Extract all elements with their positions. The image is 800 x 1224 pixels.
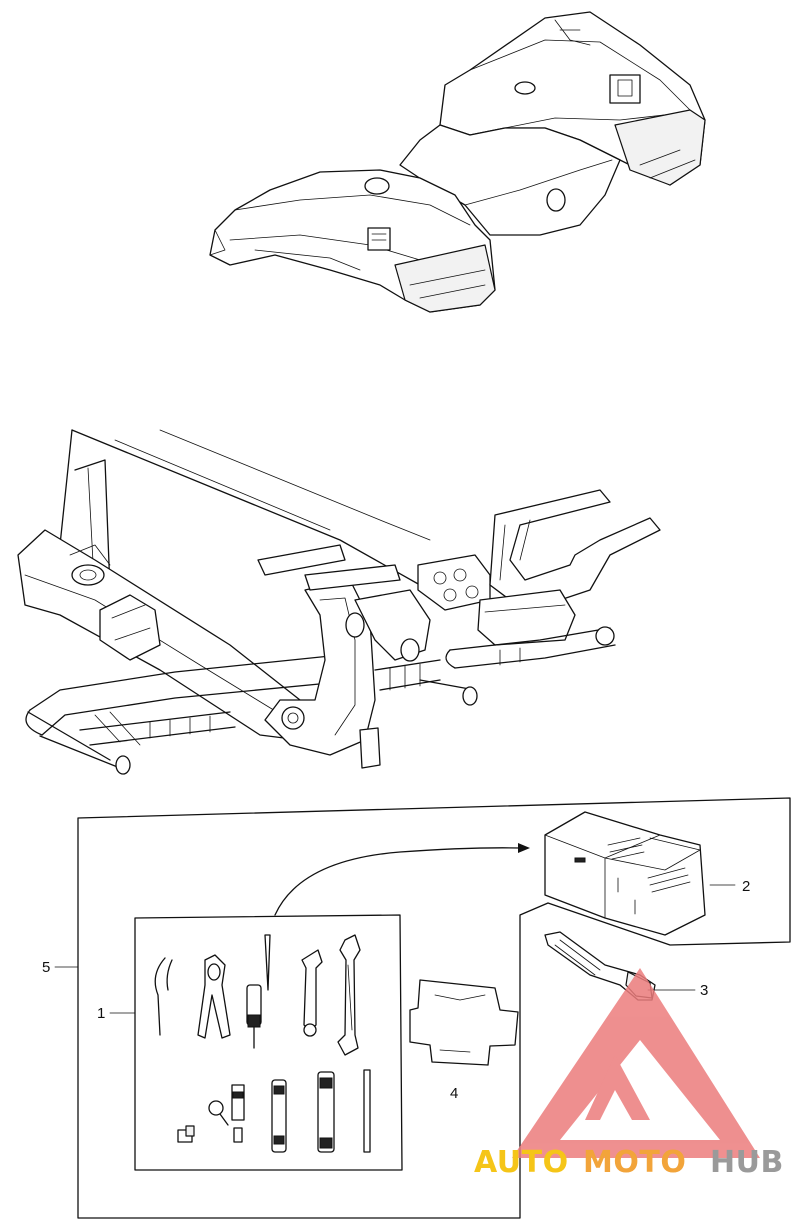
frame-assembly (17, 429, 661, 775)
fender-body-assembly (209, 11, 706, 313)
tool-pouch (409, 979, 519, 1066)
callout-2: 2 (742, 878, 750, 895)
tool-set-outline (134, 914, 403, 1171)
watermark-text-hub: HUB (710, 1145, 784, 1180)
tool-kit-group-outline (77, 797, 791, 1219)
watermark-logo (512, 968, 760, 1158)
watermark-text-moto: MOTO (583, 1145, 686, 1180)
callout-4: 4 (450, 1085, 458, 1102)
callout-1: 1 (97, 1005, 105, 1022)
tool-box (544, 811, 706, 936)
tool-kit-group (54, 797, 791, 1219)
callout-3: 3 (700, 982, 708, 999)
watermark-text-auto: AUTO (474, 1145, 569, 1180)
callout-5: 5 (42, 959, 50, 976)
